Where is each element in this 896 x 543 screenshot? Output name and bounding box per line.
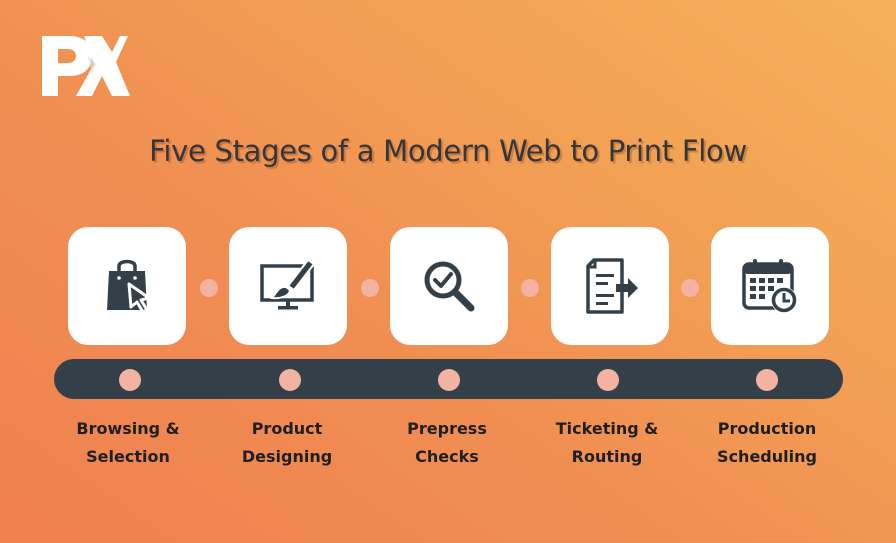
calendar-clock-icon (742, 259, 797, 313)
stage-label-line2: Routing (571, 447, 643, 466)
stage-label-scheduling: Production Scheduling (692, 415, 842, 471)
document-arrow-icon (586, 258, 638, 314)
stage-label-ticketing: Ticketing & Routing (532, 415, 682, 471)
stage-label-line1: Prepress (407, 419, 487, 438)
stage-label-browsing: Browsing & Selection (53, 415, 203, 471)
stage-label-line2: Selection (86, 447, 170, 466)
stage-label-line1: Browsing & (76, 419, 180, 438)
timeline-dot (597, 369, 619, 391)
connector-dot (200, 279, 218, 297)
shopping-bag-cursor-icon (107, 259, 151, 314)
stage-label-line1: Ticketing & (555, 419, 659, 438)
connector-dot (681, 279, 699, 297)
stage-card-prepress (390, 227, 508, 345)
stage-label-line1: Production (717, 419, 817, 438)
stage-label-line1: Product (251, 419, 323, 438)
stage-card-ticketing (551, 227, 669, 345)
stage-card-designing (229, 227, 347, 345)
stage-card-browsing (68, 227, 186, 345)
stage-label-line2: Designing (241, 447, 333, 466)
magnifier-check-icon (424, 261, 475, 312)
page-title: Five Stages of a Modern Web to Print Flo… (149, 134, 747, 168)
stage-label-line2: Scheduling (717, 447, 817, 466)
stage-card-scheduling (711, 227, 829, 345)
connector-dot (521, 279, 539, 297)
timeline-dot (119, 369, 141, 391)
timeline-dot (438, 369, 460, 391)
stage-label-designing: Product Designing (212, 415, 362, 471)
monitor-paintbrush-icon (260, 258, 316, 310)
stage-label-prepress: Prepress Checks (372, 415, 522, 471)
timeline-dot (756, 369, 778, 391)
connector-dot (361, 279, 379, 297)
stage-label-line2: Checks (415, 447, 479, 466)
timeline-dot (279, 369, 301, 391)
px-logo-icon (40, 34, 130, 98)
